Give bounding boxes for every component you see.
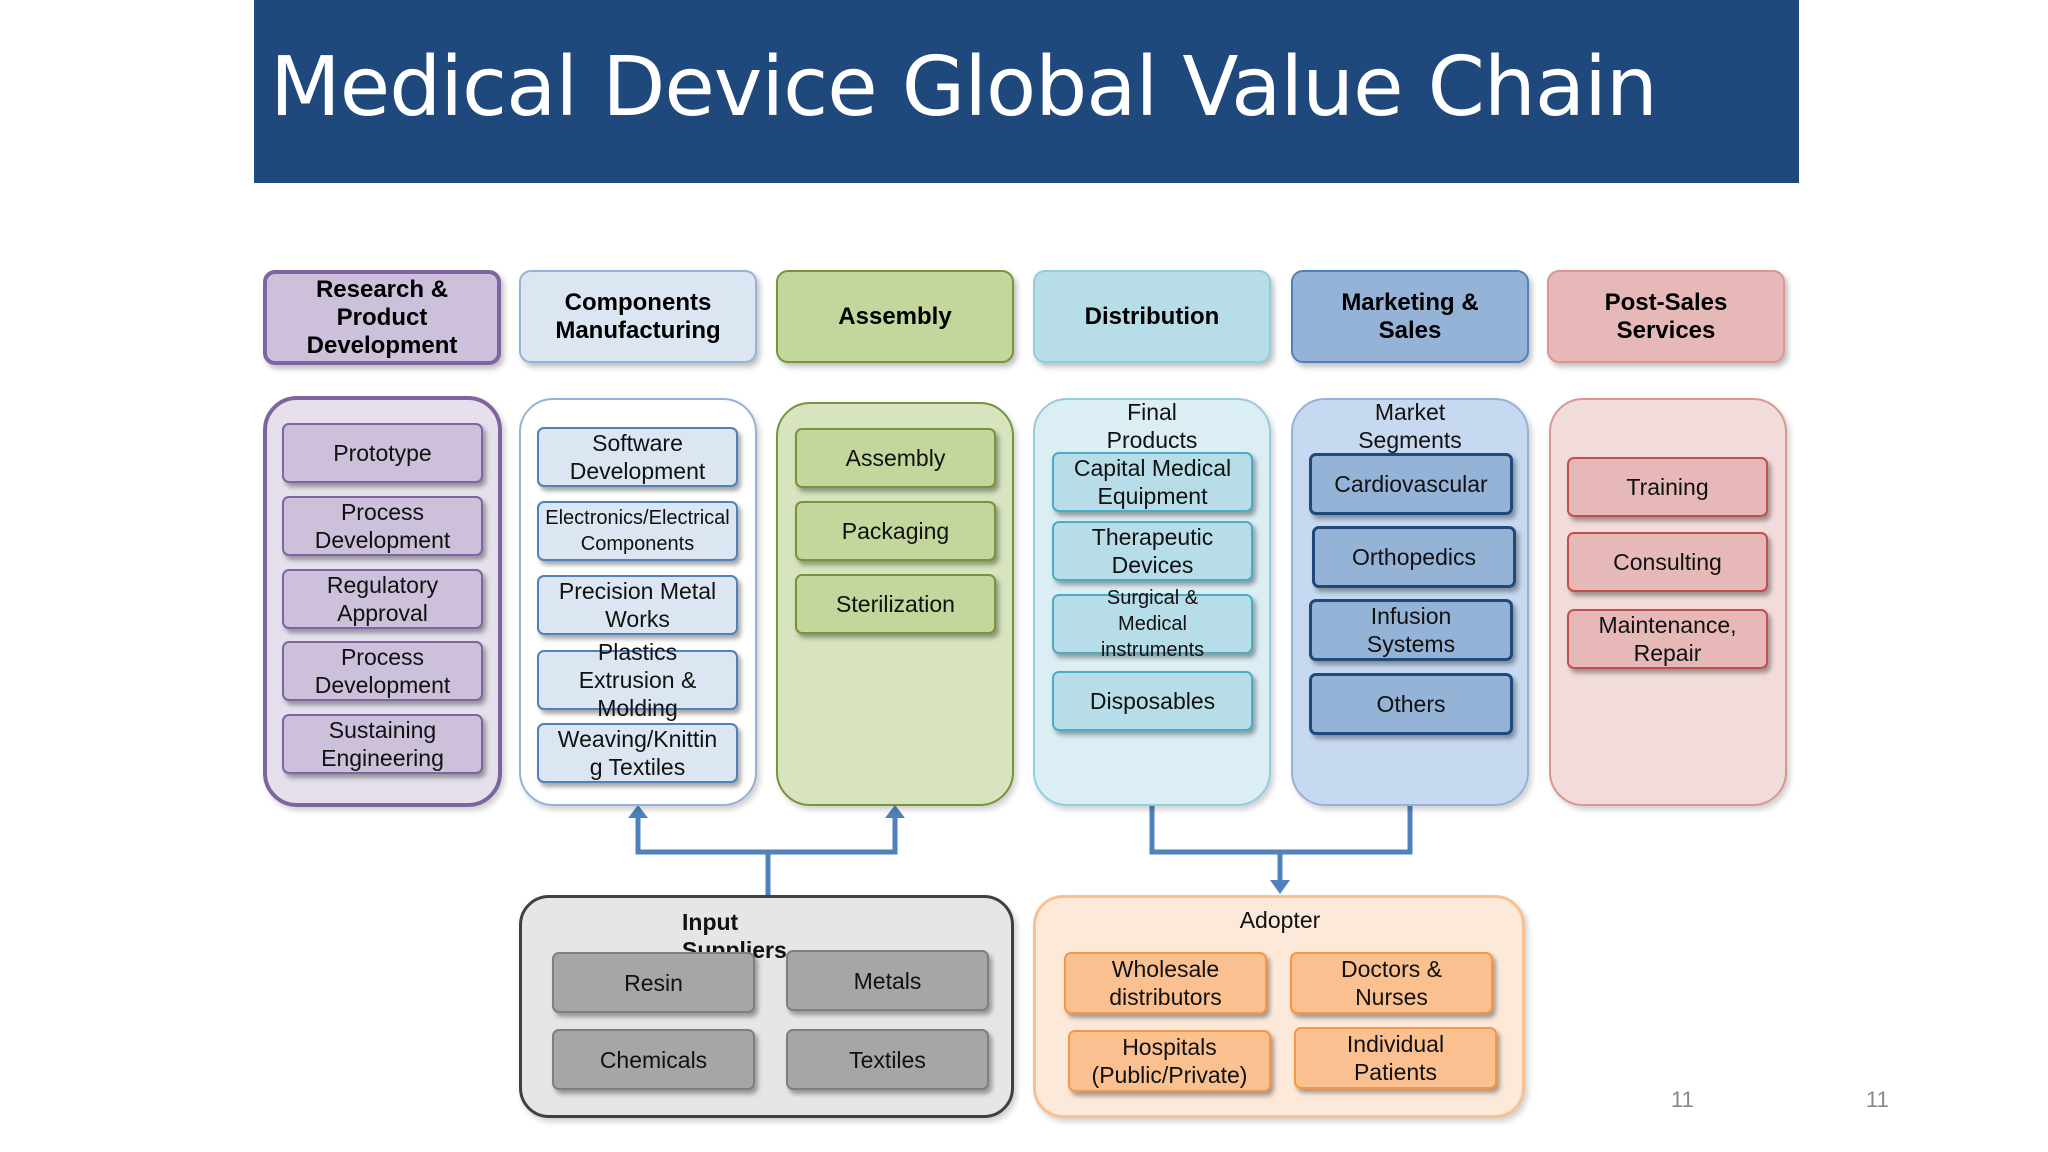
postsales-item-consulting: Consulting — [1567, 532, 1768, 592]
adopter-item-wholesale-distributors: Wholesale distributors — [1064, 952, 1267, 1014]
header-distribution: Distribution — [1033, 270, 1271, 363]
distribution-item-capital-medical-equipment: Capital Medical Equipment — [1052, 452, 1253, 512]
page-number: 11 — [1671, 1087, 1694, 1112]
rnd-item-process-development-2: Process Development — [282, 641, 483, 701]
header-components-manufacturing: Components Manufacturing — [519, 270, 757, 363]
marketing-item-others: Others — [1309, 673, 1513, 735]
marketing-item-cardiovascular: Cardiovascular — [1309, 453, 1513, 515]
slide-title: Medical Device Global Value Chain — [270, 40, 1658, 135]
rnd-item-regulatory-approval: Regulatory Approval — [282, 569, 483, 629]
adopter-item-individual-patients: Individual Patients — [1294, 1027, 1497, 1089]
components-item-plastics: Plastics Extrusion & Molding — [537, 639, 738, 721]
supplier-item-chemicals: Chemicals — [552, 1029, 755, 1090]
header-marketing-sales: Marketing & Sales — [1291, 270, 1529, 363]
title-bar: Medical Device Global Value Chain — [254, 0, 1799, 183]
components-item-precision-metal-works: Precision Metal Works — [537, 575, 738, 635]
header-assembly: Assembly — [776, 270, 1014, 363]
marketing-to-adopter-connector — [1280, 806, 1413, 855]
supplier-to-components-connector — [635, 816, 771, 895]
postsales-item-training: Training — [1567, 457, 1768, 517]
assembly-item-assembly: Assembly — [795, 428, 996, 488]
postsales-item-maintenance-repair: Maintenance, Repair — [1567, 609, 1768, 669]
supplier-item-metals: Metals — [786, 950, 989, 1011]
distribution-final-products-label: Final Products — [1106, 399, 1198, 453]
header-post-sales-services: Post-Sales Services — [1547, 270, 1785, 363]
distribution-item-disposables: Disposables — [1052, 671, 1253, 731]
arrowhead-components — [628, 805, 648, 818]
components-item-weaving-knitting: Weaving/Knitting Textiles — [537, 723, 738, 783]
marketing-market-segments-label: Market Segments — [1358, 399, 1462, 453]
assembly-item-sterilization: Sterilization — [795, 574, 996, 634]
rnd-item-prototype: Prototype — [282, 423, 483, 483]
adopter-item-hospitals: Hospitals (Public/Private) — [1068, 1030, 1271, 1092]
assembly-item-packaging: Packaging — [795, 501, 996, 561]
supplier-to-assembly-connector — [768, 816, 898, 855]
adopter-label: Adopter — [1239, 907, 1321, 933]
arrowhead-assembly — [885, 805, 905, 818]
distribution-item-surgical-medical-instruments: Surgical & Medical instruments — [1052, 587, 1253, 661]
rnd-item-process-development: Process Development — [282, 496, 483, 556]
marketing-item-infusion-systems: Infusion Systems — [1309, 599, 1513, 661]
arrowhead-adopter — [1270, 880, 1290, 894]
adopter-item-doctors-nurses: Doctors & Nurses — [1290, 952, 1493, 1014]
page-number-2: 11 — [1866, 1087, 1889, 1112]
components-item-software-development: Software Development — [537, 427, 738, 487]
distribution-to-adopter-connector — [1149, 806, 1283, 885]
components-item-electronics: Electronics/Electrical Components — [537, 501, 738, 561]
rnd-item-sustaining-engineering: Sustaining Engineering — [282, 714, 483, 774]
supplier-item-textiles: Textiles — [786, 1029, 989, 1090]
header-research-product-development: Research & Product Development — [263, 270, 501, 365]
marketing-item-orthopedics: Orthopedics — [1312, 526, 1516, 588]
distribution-item-therapeutic-devices: Therapeutic Devices — [1052, 521, 1253, 581]
supplier-item-resin: Resin — [552, 952, 755, 1013]
